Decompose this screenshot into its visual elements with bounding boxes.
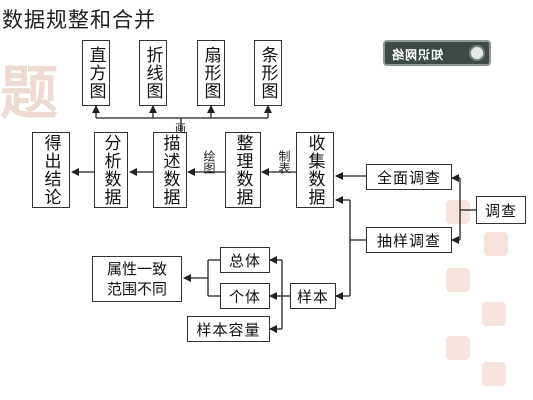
node-draw-conclusion: 得出结论	[32, 132, 70, 208]
node-bar-chart: 条形图	[254, 40, 282, 106]
watermark-stamp	[482, 362, 506, 386]
node-survey: 调查	[476, 196, 526, 224]
node-describe-data: 描述数据	[153, 132, 187, 208]
edge-label-tabulate: 制表	[277, 150, 291, 174]
node-line-chart: 折线图	[139, 40, 167, 106]
watermark-stamp	[482, 302, 506, 326]
note-line-2: 范围不同	[106, 280, 167, 298]
node-analyze-data: 分析数据	[94, 132, 128, 208]
watermark-stamp	[446, 336, 470, 360]
search-icon	[469, 45, 485, 61]
note-line-1: 属性一致	[106, 260, 167, 278]
node-pie-chart: 扇形图	[197, 40, 225, 106]
watermark-stamp	[446, 200, 470, 224]
knowledge-network-badge: 知识网络	[383, 40, 491, 66]
node-sample-survey: 抽样调查	[366, 227, 452, 253]
page-title: 数据规整和合并	[2, 8, 156, 32]
watermark-stamp	[484, 232, 508, 256]
node-note: 属性一致 范围不同	[92, 256, 182, 302]
node-population: 总体	[220, 247, 270, 273]
edge-label-plot: 绘图	[202, 150, 216, 174]
node-full-survey: 全面调查	[366, 164, 452, 190]
node-sample: 样本	[290, 283, 336, 309]
node-histogram: 直方图	[82, 40, 110, 106]
node-sample-size: 样本容量	[187, 316, 270, 342]
node-organize-data: 整理数据	[225, 132, 261, 208]
watermark-stamp	[446, 268, 470, 292]
node-collect-data: 收集数据	[296, 132, 334, 208]
edge-label-draw: 画	[175, 122, 186, 135]
watermark-left: 题	[0, 59, 59, 127]
node-individual: 个体	[220, 283, 270, 309]
